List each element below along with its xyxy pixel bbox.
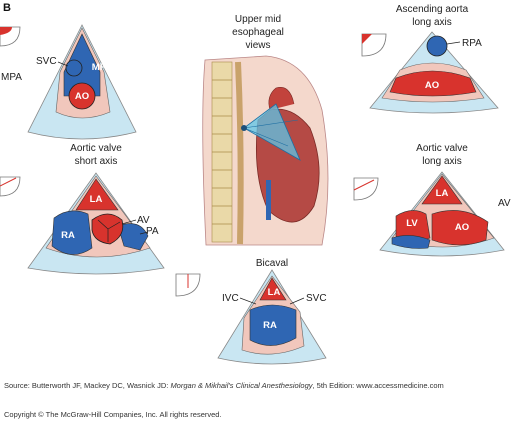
source-suffix: , 5th Edition: www.accessmedicine.com	[312, 381, 444, 390]
mpa-view-ao-chamber	[68, 82, 96, 110]
av-sax-title-line2: short axis	[75, 156, 118, 167]
av-lax-lv-label: LV	[406, 218, 418, 229]
tee-views-figure: B MPA SVC MPA AO Upper mid esophageal vi…	[0, 2, 511, 365]
bicaval-svc-label: SVC	[306, 293, 327, 304]
probe-beam-line-b	[243, 127, 289, 147]
probe-tip	[241, 125, 247, 131]
mpa-view-svc-leader	[57, 61, 69, 67]
bicaval-ivc-label: IVC	[222, 293, 239, 304]
av-sax-pa-label: PA	[146, 226, 159, 237]
av-lax-la-chamber	[421, 175, 463, 205]
bicaval-svc-leader	[289, 297, 305, 305]
av-sax-title-line1: Aortic valve	[70, 143, 122, 154]
av-sax-orientation-icon	[0, 176, 21, 197]
source-prefix: Source: Butterworth JF, Mackey DC, Wasni…	[4, 381, 171, 390]
av-sax-pa-leader	[139, 231, 149, 235]
upper-mid-title-line3: views	[245, 40, 270, 51]
upper-mid-title-line1: Upper mid	[235, 14, 281, 25]
mpa-view-orientation-marker	[0, 27, 12, 35]
bicaval-la-label: LA	[268, 287, 281, 298]
asc-aorta-ao-label: AO	[425, 80, 439, 91]
asc-aorta-title-line2: long axis	[412, 17, 451, 28]
probe-beam	[243, 103, 301, 161]
av-lax-ao-chamber	[431, 210, 489, 246]
av-sax-av-leader	[121, 219, 137, 225]
av-lax-title-line2: long axis	[422, 156, 461, 167]
mpa-view-side-label: MPA	[1, 72, 22, 83]
av-sax-av-label: AV	[137, 215, 150, 226]
asc-aorta-title-line1: Ascending aorta	[396, 4, 469, 15]
av-lax-orientation-icon	[353, 177, 379, 201]
av-sax-ra-chamber	[51, 210, 93, 255]
mpa-view-svc-label: SVC	[36, 56, 57, 67]
asc-aorta-rpa-leader	[446, 41, 461, 45]
av-sax-orientation-marker	[0, 177, 17, 187]
bicaval-la-chamber	[259, 277, 287, 301]
upper-mid-title-line2: esophageal	[232, 27, 284, 38]
source-citation: Source: Butterworth JF, Mackey DC, Wasni…	[4, 380, 516, 391]
copyright-notice: Copyright © The McGraw-Hill Companies, I…	[4, 410, 222, 419]
vertebrae-lines	[212, 79, 232, 225]
bicaval-ra-label: RA	[263, 320, 277, 331]
av-sax-pa-chamber	[117, 223, 149, 251]
mpa-view: MPA SVC MPA AO	[0, 24, 137, 140]
esophagus	[235, 61, 244, 245]
ascending-aorta-view: Ascending aorta long axis RPA AO	[361, 4, 499, 114]
asc-aorta-orientation-icon	[361, 33, 387, 57]
asc-aorta-rpa-chamber	[426, 35, 448, 57]
av-short-axis-view: Aortic valve short axis AV PA LA RA	[0, 143, 165, 275]
mpa-view-svc-chamber	[65, 59, 83, 77]
av-long-axis-view: Aortic valve long axis AV LA LV AO	[353, 143, 511, 257]
av-lax-title-line1: Aortic valve	[416, 143, 468, 154]
probe-beam-line-a	[243, 119, 299, 129]
av-sax-ra-label: RA	[61, 230, 75, 241]
av-lax-side-label: AV	[498, 198, 511, 209]
bicaval-view: Bicaval IVC SVC LA RA	[175, 258, 327, 365]
av-sax-valve-cusps	[97, 219, 121, 242]
asc-aorta-rpa-label: RPA	[462, 38, 482, 49]
ivc-vessel	[266, 180, 271, 220]
upper-mid-esophageal-view: Upper mid esophageal views	[202, 14, 329, 246]
bicaval-title: Bicaval	[256, 258, 288, 269]
mpa-view-ao-label: AO	[75, 91, 89, 102]
mpa-view-mpa-label: MPA	[92, 62, 113, 73]
av-lax-rv-chamber	[391, 235, 431, 249]
panel-letter: B	[3, 2, 11, 14]
av-lax-orientation-marker	[353, 179, 375, 191]
bicaval-ivc-leader	[239, 297, 257, 305]
av-lax-ao-label: AO	[455, 222, 469, 233]
bicaval-ra-chamber	[249, 304, 297, 346]
asc-aorta-ao-chamber	[389, 70, 477, 97]
asc-aorta-orientation-marker	[362, 34, 372, 44]
av-sax-la-chamber	[75, 178, 119, 211]
av-sax-la-label: LA	[90, 194, 103, 205]
av-lax-la-label: LA	[436, 188, 449, 199]
source-book-title: Morgan & Mikhail's Clinical Anesthesiolo…	[170, 381, 313, 390]
